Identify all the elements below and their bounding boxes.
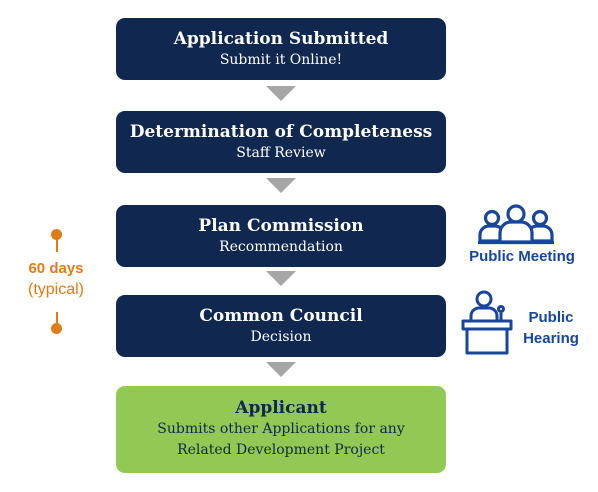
timeline-line-bottom <box>56 312 58 326</box>
speaker-podium-icon <box>461 289 513 355</box>
step-subtitle: Staff Review <box>236 144 326 161</box>
people-group-icon <box>476 203 556 245</box>
public-meeting-label: Public Meeting <box>469 248 575 265</box>
down-triangle-icon <box>266 271 296 286</box>
step-subtitle-line2: Related Development Project <box>177 442 385 458</box>
step-application-submitted: Application Submitted Submit it Online! <box>116 18 446 80</box>
timeline-line-top <box>56 238 58 252</box>
step-title: Applicant <box>235 398 327 418</box>
step-title: Plan Commission <box>198 215 364 236</box>
step-subtitle: Submit it Online! <box>219 51 343 68</box>
step-subtitle-line1: Submits other Applications for any <box>157 421 405 437</box>
step-title: Common Council <box>199 305 363 326</box>
step-subtitle: Decision <box>250 328 312 345</box>
down-triangle-icon <box>266 178 296 193</box>
step-determination-of-completeness: Determination of Completeness Staff Revi… <box>116 111 446 173</box>
step-title: Determination of Completeness <box>129 121 433 142</box>
public-hearing-label: Public Hearing <box>518 307 584 349</box>
step-title: Application Submitted <box>173 28 389 49</box>
step-applicant: Applicant Submits other Applications for… <box>116 386 446 473</box>
timeline-end-dot <box>51 323 62 334</box>
down-triangle-icon <box>266 86 296 101</box>
step-common-council: Common Council Decision <box>116 295 446 357</box>
step-plan-commission: Plan Commission Recommendation <box>116 205 446 267</box>
timeline-note: (typical) <box>27 281 84 298</box>
step-subtitle: Recommendation <box>219 238 343 255</box>
public-hearing-line1: Public <box>528 309 574 326</box>
timeline-start-dot <box>51 229 62 240</box>
timeline-days: 60 days <box>28 260 84 277</box>
public-hearing-line2: Hearing <box>523 330 579 347</box>
timeline-label: 60 days (typical) <box>14 259 98 301</box>
down-triangle-icon <box>266 362 296 377</box>
